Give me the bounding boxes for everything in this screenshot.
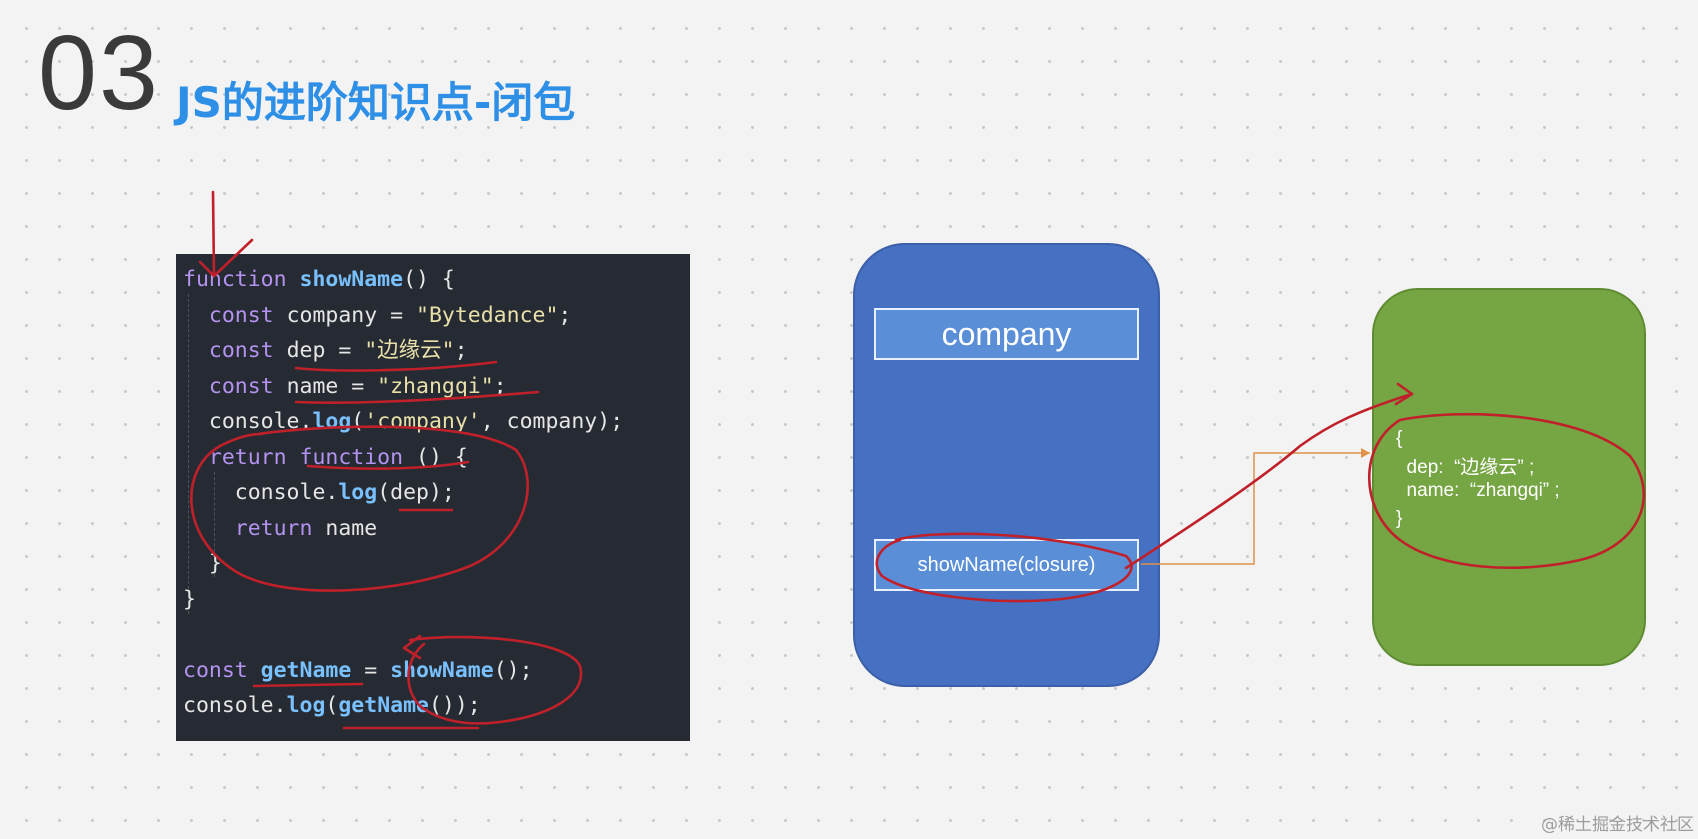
closure-connector-line <box>1141 452 1370 565</box>
code-token: function <box>183 267 300 292</box>
code-token: ; <box>454 338 468 363</box>
indent-guide <box>188 294 189 614</box>
code-token: } <box>183 551 222 576</box>
code-token: (); <box>493 657 533 683</box>
code-line: return name <box>183 511 623 547</box>
code-block: function showName() { const company = "B… <box>183 262 623 724</box>
heap-object-dep-line: dep: “边缘云” ; <box>1396 457 1535 478</box>
code-token: () { <box>403 267 455 292</box>
code-line: } <box>183 546 623 582</box>
code-line: const name = "zhangqi"; <box>183 369 623 405</box>
code-token: const <box>183 657 261 683</box>
code-token: ( <box>351 409 365 434</box>
code-token: name <box>325 515 378 541</box>
code-token: ; <box>558 302 572 328</box>
code-token: "边缘云" <box>364 338 455 363</box>
code-token: "Bytedance" <box>416 302 559 328</box>
code-token: log <box>338 480 378 505</box>
code-token <box>183 374 209 399</box>
code-token: return <box>234 515 326 541</box>
code-token <box>183 445 209 470</box>
code-token: company = <box>286 302 417 328</box>
code-token: } <box>183 586 196 612</box>
code-token: = <box>351 657 391 683</box>
code-token: log <box>286 693 326 718</box>
code-token: const <box>208 302 287 328</box>
code-token: console. <box>183 409 313 434</box>
code-token: return function <box>208 444 416 470</box>
code-token: log <box>312 409 352 434</box>
code-line: return function () { <box>183 440 623 476</box>
code-panel: function showName() { const company = "B… <box>176 254 690 741</box>
code-token: ; <box>493 373 507 399</box>
slide-title: JS的进阶知识点-闭包 <box>176 78 576 127</box>
code-token: showName <box>299 267 404 292</box>
code-token: ( <box>325 693 339 718</box>
code-token: () { <box>416 444 468 470</box>
code-token: dep = <box>286 338 365 363</box>
code-line: const getName = showName(); <box>183 653 623 689</box>
code-token: , company); <box>480 409 624 434</box>
code-token: name = <box>286 373 378 399</box>
code-line: function showName() { <box>183 262 623 298</box>
code-line <box>183 617 623 653</box>
code-line: console.log(getName()); <box>183 688 623 724</box>
code-token <box>183 303 209 328</box>
slide-number: 03 <box>38 14 160 132</box>
code-line: const dep = "边缘云"; <box>183 333 623 369</box>
code-token: (dep); <box>377 480 455 505</box>
code-token: showName <box>390 657 494 683</box>
watermark: @稀土掘金技术社区 <box>1541 815 1694 835</box>
heap-object-name-line: name: “zhangqi” ; <box>1396 480 1560 501</box>
code-token: ()); <box>428 693 481 718</box>
closure-connector-arrowhead <box>1361 448 1370 458</box>
code-token <box>183 516 235 541</box>
code-token: 'company' <box>364 409 481 434</box>
code-line: } <box>183 582 623 618</box>
code-token: const <box>208 373 287 399</box>
closure-to-heap-arrow <box>1124 392 1414 570</box>
code-line: console.log(dep); <box>183 475 623 511</box>
code-token: "zhangqi" <box>377 373 494 399</box>
code-token: getName <box>260 657 352 683</box>
code-line: console.log('company', company); <box>183 404 623 440</box>
heap-object-close-brace: } <box>1396 508 1403 529</box>
heap-object-open-brace: { <box>1396 428 1403 449</box>
code-token: const <box>208 338 287 363</box>
closure-variable-box: showName(closure) <box>874 539 1139 591</box>
code-token <box>183 338 209 363</box>
code-token: console. <box>183 480 339 505</box>
code-line: const company = "Bytedance"; <box>183 298 623 334</box>
company-variable-box: company <box>874 308 1139 360</box>
code-token: console. <box>183 693 287 718</box>
code-token: getName <box>338 693 429 718</box>
